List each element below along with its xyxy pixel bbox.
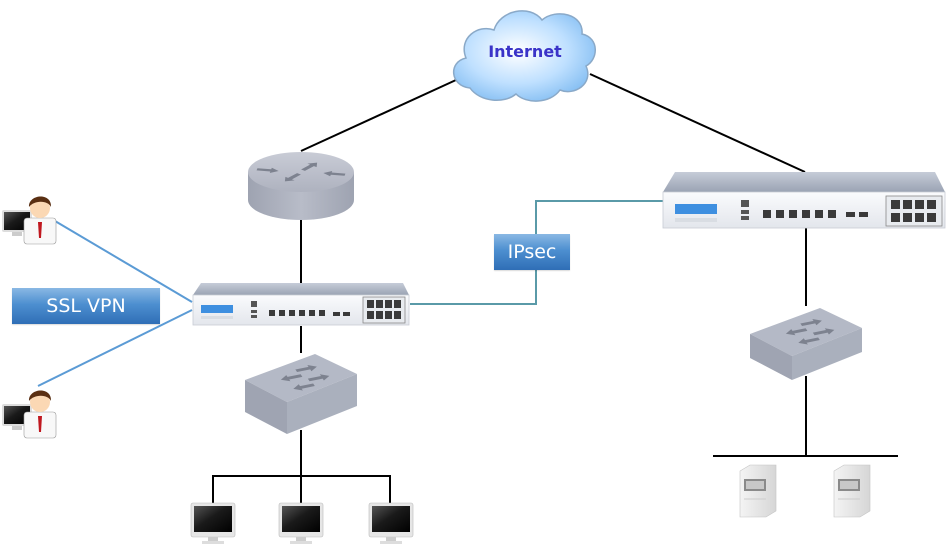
router-icon: [248, 152, 354, 220]
ssl-vpn-label: SSL VPN: [12, 288, 160, 324]
ipsec-label: IPsec: [494, 234, 570, 270]
firewall-left-appliance-icon: [192, 283, 410, 326]
internet-label: Internet: [488, 42, 562, 61]
workstation-monitor-icon: [190, 502, 236, 544]
remote-user-bottom-icon: [2, 390, 57, 439]
switch-left-icon: [245, 354, 357, 434]
firewall-right-appliance-icon: [662, 172, 946, 229]
server-icon: [739, 464, 777, 518]
link-ssl-top: [54, 220, 193, 303]
workstation-monitor-icon: [278, 502, 324, 544]
internet-cloud-icon: [453, 10, 596, 102]
link-internet-firewall-right: [589, 73, 806, 173]
links: [37, 73, 898, 505]
server-icon: [833, 464, 871, 518]
workstation-monitor-icon: [368, 502, 414, 544]
switch-right-icon: [750, 308, 862, 380]
remote-user-top-icon: [2, 196, 57, 245]
link-ssl-bottom: [37, 309, 193, 387]
link-router-internet: [300, 79, 457, 152]
link-workstation-bus: [212, 475, 391, 505]
